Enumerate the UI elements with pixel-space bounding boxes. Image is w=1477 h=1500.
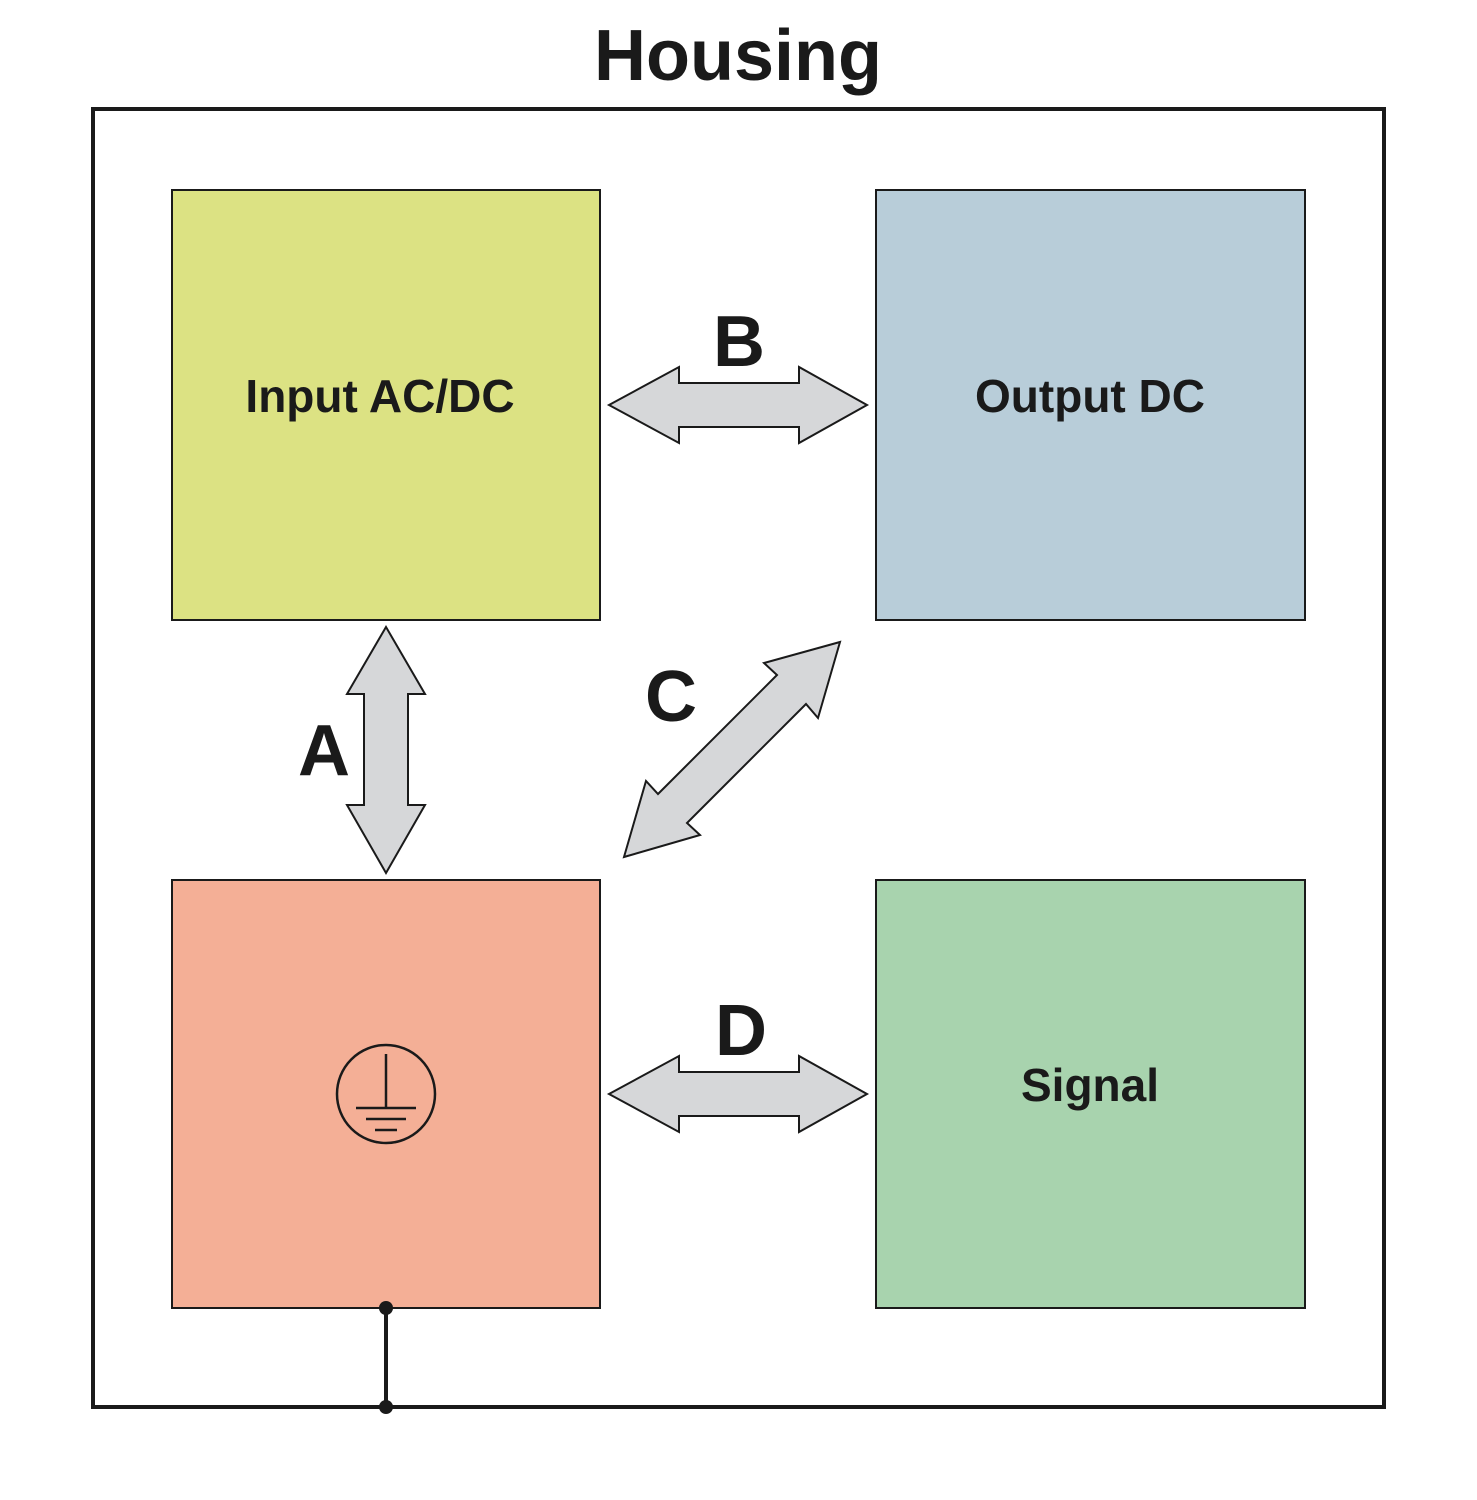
arrow-a-shape (345, 625, 427, 876)
signal-block: Signal (875, 879, 1306, 1309)
housing-title: Housing (594, 16, 882, 96)
signal-block-rect (875, 879, 1306, 1309)
arrow-b: B (606, 302, 870, 445)
arrow-b-shape (606, 365, 870, 445)
arrow-d-shape (606, 1054, 870, 1134)
output-block-label: Output DC (975, 370, 1205, 422)
ground-wire-bottom-node (379, 1400, 393, 1414)
arrow-d-label: D (715, 991, 767, 1071)
arrow-a: A (298, 625, 427, 876)
output-block-rect (875, 189, 1306, 621)
arrow-a-label: A (298, 711, 350, 791)
input-ac-dc-block: Input AC/DC (171, 189, 601, 621)
arrow-b-label: B (713, 302, 765, 382)
arrow-c-label: C (645, 657, 697, 737)
arrow-c-shape (622, 640, 842, 859)
arrow-d: D (606, 991, 870, 1134)
output-dc-block: Output DC (875, 189, 1306, 621)
ground-wire-top-node (379, 1301, 393, 1315)
input-block-rect (171, 189, 601, 621)
input-block-label: Input AC/DC (245, 370, 514, 422)
protective-earth-icon (335, 1043, 437, 1145)
ground-block (171, 879, 601, 1309)
ground-wire (379, 1301, 393, 1414)
housing-frame (91, 107, 1386, 1409)
signal-block-label: Signal (1021, 1059, 1159, 1111)
arrow-c: C (622, 640, 842, 859)
